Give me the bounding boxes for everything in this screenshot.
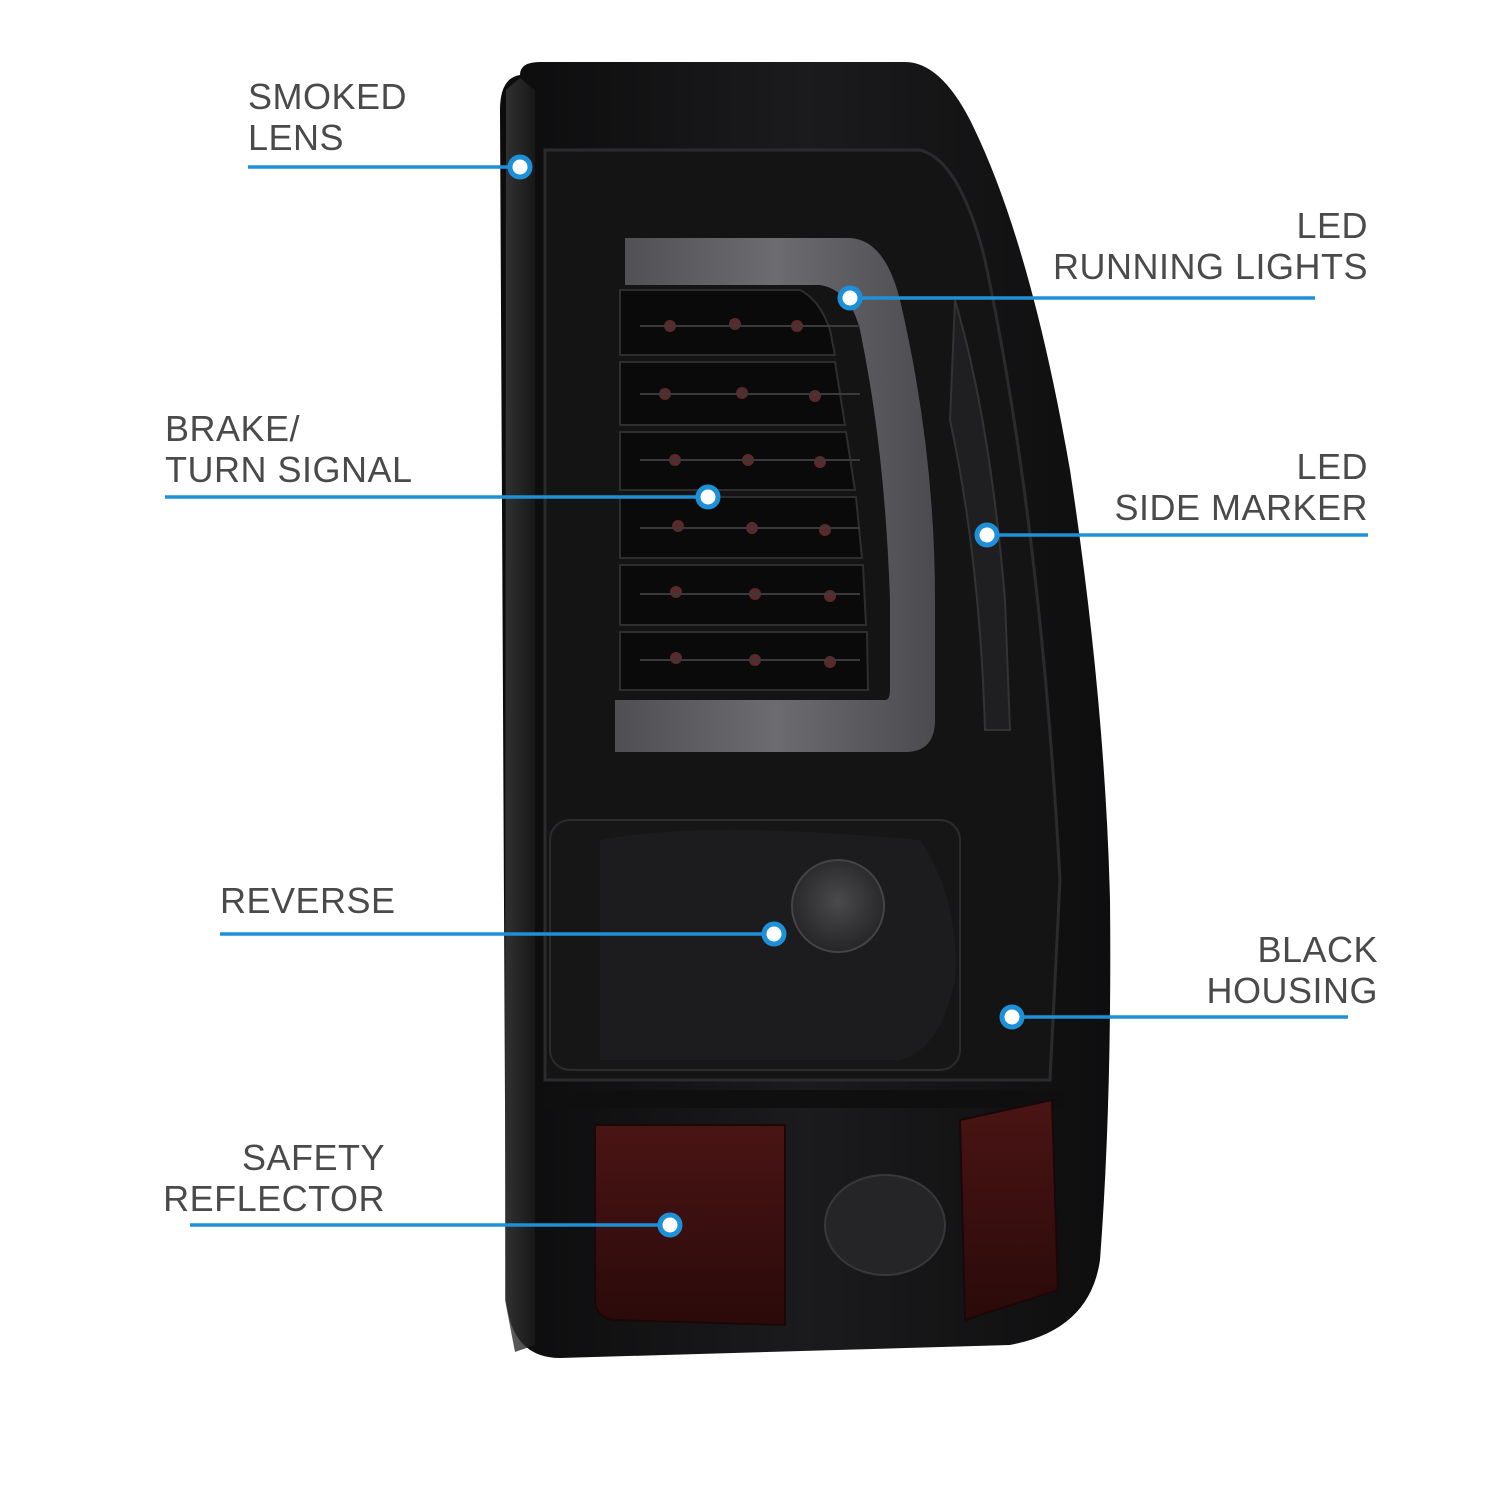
brake-turn-dot — [695, 484, 721, 510]
smoked-lens-dot — [507, 154, 533, 180]
side-marker-dot — [974, 522, 1000, 548]
lower-bulb — [824, 1174, 946, 1276]
brake-turn-signal-label: BRAKE/ TURN SIGNAL — [165, 408, 413, 490]
smoked-lens-label: SMOKED LENS — [248, 76, 408, 158]
callout-lines — [165, 165, 1368, 1227]
running-light-tube — [615, 238, 935, 752]
callout-dots — [507, 154, 1025, 1238]
side-marker-strip — [948, 299, 1012, 731]
running-lights-dot — [837, 285, 863, 311]
brake-led-array — [619, 289, 870, 691]
reverse-label: REVERSE — [220, 880, 396, 921]
led-running-lights-label: LED RUNNING LIGHTS — [1052, 205, 1368, 287]
black-housing-dot — [999, 1004, 1025, 1030]
right-reflector — [958, 1098, 1060, 1322]
safety-reflector-label: SAFETY REFLECTOR — [163, 1137, 385, 1219]
left-reflector — [594, 1124, 786, 1327]
reverse-dot — [761, 921, 787, 947]
black-housing-label: BLACK HOUSING — [1206, 929, 1378, 1011]
led-side-marker-label: LED SIDE MARKER — [1114, 446, 1368, 528]
safety-reflector-dot — [657, 1212, 683, 1238]
reverse-bulb — [791, 859, 885, 953]
